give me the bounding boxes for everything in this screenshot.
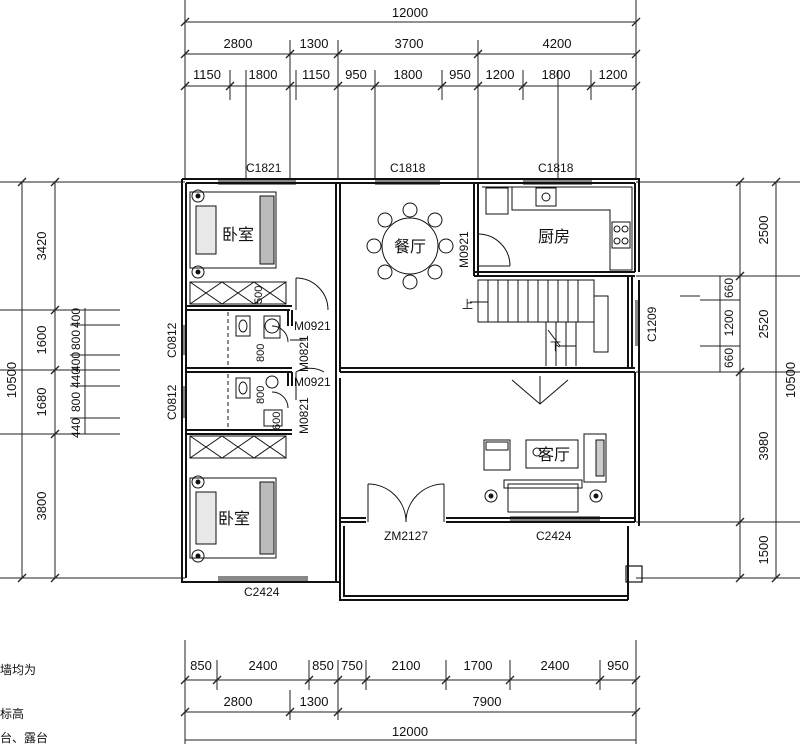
dim-top-1800b: 1800 — [394, 67, 423, 82]
dim-left-total: 10500 — [4, 362, 19, 398]
drawing-notes: 墙均为 标高 台、露台 — [0, 663, 48, 744]
dim-top-1200a: 1200 — [486, 67, 515, 82]
dim-bottom-850b: 850 — [312, 658, 334, 673]
dim-bottom-2400b: 2400 — [541, 658, 570, 673]
dim-left-3420: 3420 — [34, 232, 49, 261]
room-label-living: 客厅 — [538, 445, 570, 464]
stair-up-label: 上 — [462, 298, 473, 311]
dim-left-3800: 3800 — [34, 492, 49, 521]
note-line-2: 标高 — [0, 706, 24, 721]
windows — [182, 179, 639, 582]
kitchen-counter — [482, 186, 633, 271]
code-shelf-500: 500 — [253, 286, 265, 304]
dim-top-1150b: 1150 — [302, 67, 330, 82]
bathroom-fixtures — [227, 312, 283, 428]
bed-top — [189, 189, 277, 279]
bed-bottom — [189, 475, 277, 563]
code-wc-800-mid: 800 — [255, 386, 267, 404]
opening-codes: C1821 C1818 C1818 C0812 C0812 C1209 C242… — [165, 161, 659, 599]
dim-bottom-2100: 2100 — [392, 658, 421, 673]
dim-right-660a: 660 — [722, 278, 736, 298]
code-m0921-kitchen: M0921 — [457, 231, 471, 268]
dim-bottom-2800: 2800 — [224, 694, 253, 709]
dim-left-800a: 800 — [69, 330, 83, 350]
room-label-bedroom-bottom: 卧室 — [218, 509, 250, 528]
dimension-text-right: 10500 2500 2520 3980 1500 660 1200 660 — [722, 216, 798, 565]
room-label-bedroom-top: 卧室 — [222, 225, 254, 244]
wardrobe-top — [189, 281, 287, 305]
dim-bottom-7900: 7900 — [473, 694, 502, 709]
code-m0921-top: M0921 — [294, 319, 331, 333]
dim-top-1200b: 1200 — [599, 67, 628, 82]
dim-right-3980: 3980 — [756, 432, 771, 461]
code-m0821-top: M0821 — [297, 335, 311, 372]
code-m0821-bottom: M0821 — [297, 397, 311, 434]
dim-right-total: 10500 — [783, 362, 798, 398]
dim-left-1600: 1600 — [34, 326, 49, 355]
code-wc-600: 600 — [271, 412, 283, 430]
dim-top-3700: 3700 — [395, 36, 424, 51]
code-c0812-top: C0812 — [165, 322, 179, 358]
code-zm2127: ZM2127 — [384, 529, 428, 543]
note-line-1: 墙均为 — [0, 663, 36, 677]
dim-top-2800: 2800 — [224, 36, 253, 51]
dim-right-2500: 2500 — [756, 216, 771, 245]
dim-top-1150a: 1150 — [193, 67, 221, 82]
note-line-3: 台、露台 — [0, 730, 48, 744]
dim-top-total: 12000 — [392, 5, 428, 20]
dimension-text-left: 10500 3420 1600 1680 3800 400 800 400 44… — [4, 232, 83, 521]
room-label-dining: 餐厅 — [394, 237, 426, 256]
walls — [181, 178, 640, 601]
dim-bottom-850a: 850 — [190, 658, 212, 673]
code-c0812-bottom: C0812 — [165, 384, 179, 420]
room-label-kitchen: 厨房 — [538, 227, 570, 246]
dim-top-950b: 950 — [449, 67, 471, 82]
dim-left-440b: 440 — [69, 418, 83, 438]
dim-top-950a: 950 — [345, 67, 367, 82]
dimension-ticks — [17, 17, 781, 717]
dim-left-800b: 800 — [69, 392, 83, 412]
code-c1818-dining: C1818 — [390, 161, 426, 175]
dimension-text-bottom: 850 2400 850 750 2100 1700 2400 950 2800… — [190, 658, 629, 739]
dim-bottom-total: 12000 — [392, 724, 428, 739]
dim-bottom-1300: 1300 — [300, 694, 329, 709]
dim-right-1200: 1200 — [722, 309, 736, 336]
dim-bottom-950: 950 — [607, 658, 629, 673]
dim-top-1800a: 1800 — [249, 67, 278, 82]
dim-bottom-750: 750 — [341, 658, 363, 673]
dining-table — [366, 202, 454, 290]
code-c1818-kitchen: C1818 — [538, 161, 574, 175]
wardrobe-bottom — [189, 435, 287, 459]
dim-left-400a: 400 — [69, 308, 83, 328]
dim-left-1680: 1680 — [34, 388, 49, 417]
code-c2424-right: C2424 — [536, 529, 572, 543]
room-labels: 卧室 卧室 餐厅 厨房 客厅 — [218, 225, 570, 528]
dim-right-2520: 2520 — [756, 310, 771, 339]
dim-top-1300: 1300 — [300, 36, 329, 51]
code-c2424-left: C2424 — [244, 585, 280, 599]
code-wc-800-top: 800 — [255, 344, 267, 362]
staircase — [470, 279, 609, 405]
dim-left-440a: 440 — [69, 368, 83, 388]
dim-top-4200: 4200 — [543, 36, 572, 51]
porch-column — [625, 565, 643, 583]
dim-bottom-1700: 1700 — [464, 658, 493, 673]
dim-bottom-2400a: 2400 — [249, 658, 278, 673]
code-m0921-mid: M0921 — [294, 375, 331, 389]
stair-down-label: 下 — [550, 341, 561, 353]
dim-right-660b: 660 — [722, 348, 736, 368]
dimension-text-top: 12000 2800 1300 3700 4200 1150 1800 1150… — [193, 5, 627, 82]
doors — [271, 233, 511, 523]
dim-right-1500: 1500 — [756, 536, 771, 565]
living-furniture — [483, 433, 607, 513]
code-c1209: C1209 — [645, 306, 659, 342]
code-c1821: C1821 — [246, 161, 282, 175]
dim-left-400b: 400 — [69, 352, 83, 372]
dim-top-1800c: 1800 — [542, 67, 571, 82]
